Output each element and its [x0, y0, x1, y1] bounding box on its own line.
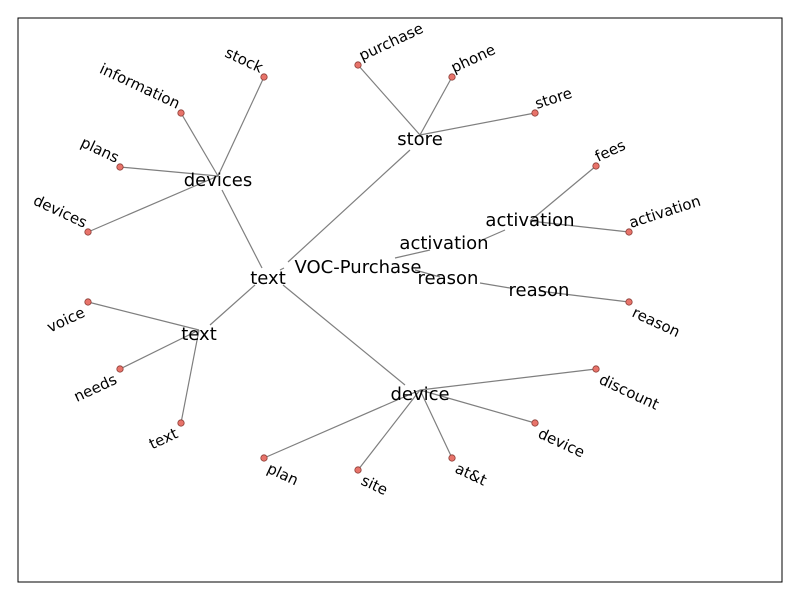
edge-devices-to-text_mid [221, 189, 263, 269]
edge-store-leaf-1 [419, 76, 453, 136]
hub-label-store: store [397, 129, 443, 150]
leaf-label-reason-0: reason [629, 303, 683, 341]
leaf-node-device-4 [260, 454, 268, 462]
edge-reason-leaf-0 [538, 290, 630, 303]
hub-label-activation_mid: activation [399, 233, 488, 254]
hub-label-text_mid: text [250, 268, 286, 289]
leaf-node-text-2 [177, 419, 185, 427]
edge-device-leaf-0 [419, 368, 597, 391]
edge-text-leaf-0 [87, 301, 200, 331]
edges-layer [87, 64, 630, 471]
hub-label-reason_mid: reason [418, 268, 479, 289]
leaf-label-device-2: at&t [452, 459, 489, 489]
hub-label-text: text [181, 324, 217, 345]
leaf-label-devices-3: devices [31, 191, 91, 232]
edge-device-leaf-3 [357, 389, 421, 471]
edge-device-leaf-1 [419, 389, 536, 424]
edge-device-leaf-2 [419, 389, 453, 459]
edge-store-leaf-0 [357, 64, 421, 136]
hub-label-activation: activation [485, 210, 574, 231]
leaf-node-device-0 [592, 365, 600, 373]
leaf-label-device-4: plan [264, 459, 301, 489]
edge-reason_mid-to-root [414, 269, 441, 278]
leaf-node-text-1 [116, 365, 124, 373]
edge-devices-leaf-0 [217, 76, 265, 177]
edge-device-to-root [282, 284, 406, 386]
leaf-label-store-2: store [533, 84, 575, 113]
leaf-node-store-1 [448, 73, 456, 81]
leaf-node-device-2 [448, 454, 456, 462]
edge-text-leaf-1 [119, 329, 200, 370]
edge-store-to-root [287, 149, 411, 263]
leaf-label-text-1: needs [71, 370, 120, 406]
leaf-label-activation-1: activation [627, 192, 703, 232]
leaf-label-device-1: device [535, 424, 587, 461]
root-label: VOC-Purchase [295, 257, 422, 278]
plot-frame [17, 17, 783, 583]
leaf-label-device-0: discount [596, 370, 662, 413]
leaf-label-text-2: text [146, 424, 181, 453]
leaf-node-activation-1 [625, 228, 633, 236]
edge-text-to-text_mid [209, 284, 256, 326]
leaf-node-device-1 [531, 419, 539, 427]
edge-text-leaf-2 [180, 329, 200, 424]
edge-devices-leaf-1 [180, 112, 219, 177]
edge-store-leaf-2 [419, 112, 536, 136]
hub-label-device: device [390, 384, 449, 405]
leaf-label-store-0: purchase [356, 19, 426, 64]
edge-devices-leaf-2 [119, 166, 219, 177]
hub-label-reason: reason [509, 280, 570, 301]
leaf-node-devices-3 [84, 228, 92, 236]
leaf-node-text-0 [84, 298, 92, 306]
leaf-node-store-0 [354, 61, 362, 69]
edge-activation-to-activation_mid [481, 229, 506, 241]
hub-label-devices: devices [184, 170, 253, 191]
leaf-node-devices-0 [260, 73, 268, 81]
leaf-label-devices-0: stock [222, 43, 266, 76]
edge-device-leaf-4 [263, 389, 421, 459]
leaf-label-device-3: site [358, 471, 390, 499]
leaf-label-activation-0: fees [592, 136, 628, 166]
edge-activation_mid-to-root [394, 249, 431, 259]
edge-text_mid-to-root [279, 267, 285, 271]
leaf-node-store-2 [531, 109, 539, 117]
edge-activation-leaf-0 [529, 165, 597, 222]
leaf-node-activation-0 [592, 162, 600, 170]
edge-devices-leaf-3 [87, 175, 219, 233]
leaf-node-devices-2 [116, 163, 124, 171]
leaf-label-devices-2: plans [78, 133, 122, 166]
edge-reason-to-reason_mid [479, 282, 511, 289]
nodes-layer [84, 61, 633, 474]
leaf-label-store-1: phone [448, 40, 498, 76]
edge-activation-leaf-1 [529, 220, 630, 233]
labels-layer: purchase phone store stock information plans d… [31, 19, 703, 499]
leaf-node-reason-0 [625, 298, 633, 306]
leaf-label-devices-1: information [97, 60, 183, 113]
leaf-node-device-3 [354, 466, 362, 474]
leaf-label-text-0: voice [44, 303, 88, 336]
leaf-node-devices-1 [177, 109, 185, 117]
